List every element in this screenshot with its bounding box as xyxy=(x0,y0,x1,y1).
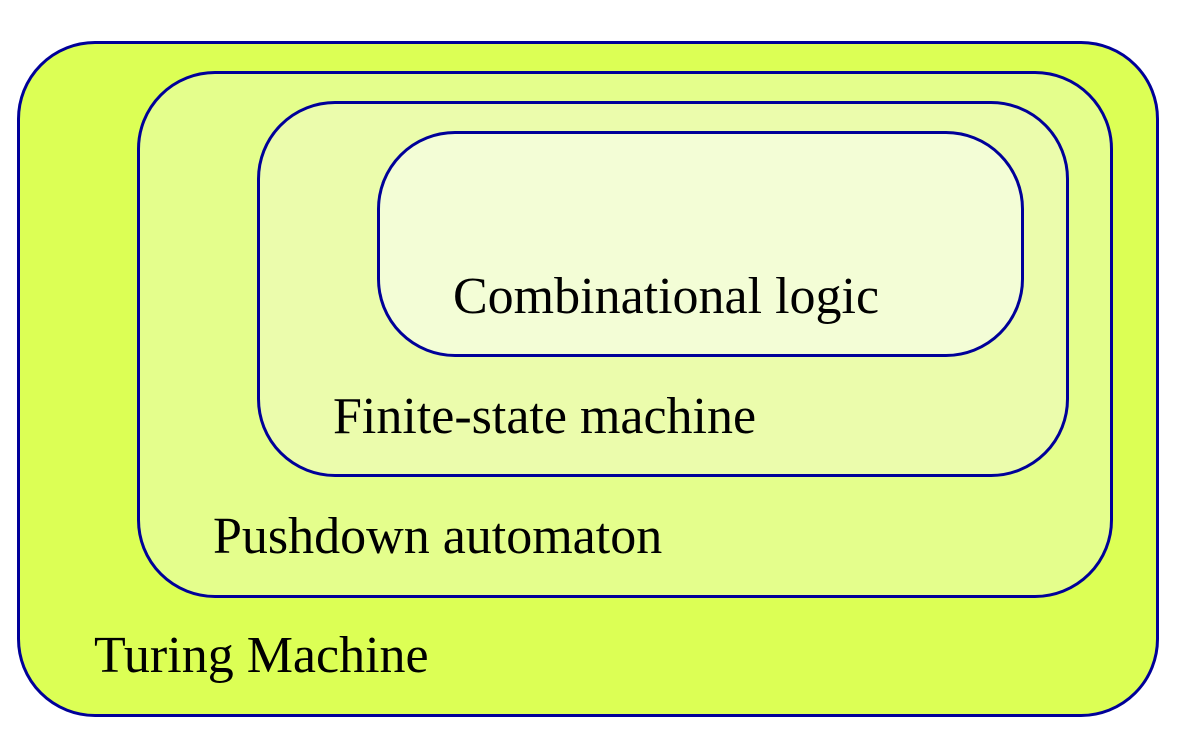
pushdown-automaton-label: Pushdown automaton xyxy=(213,508,663,565)
combinational-logic-region xyxy=(377,131,1024,357)
finite-state-machine-label: Finite-state machine xyxy=(333,388,757,445)
turing-machine-label: Turing Machine xyxy=(94,627,429,684)
combinational-logic-label: Combinational logic xyxy=(453,268,880,325)
